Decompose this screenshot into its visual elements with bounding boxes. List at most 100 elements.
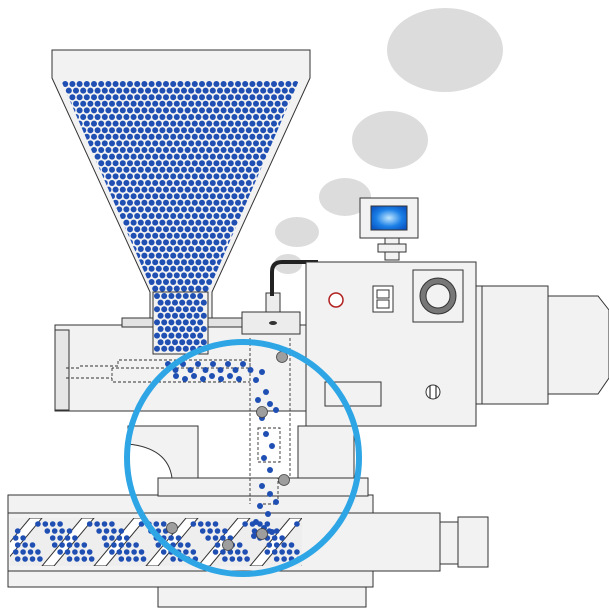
pellet [105,147,111,153]
pellet [80,101,86,107]
pellet [119,556,125,562]
pellet [154,319,160,325]
pellet [141,239,147,245]
pellet [172,326,178,332]
pellet [165,300,171,306]
pellet [167,272,173,278]
pellet [210,101,216,107]
pellet [275,114,281,120]
pellet [220,549,226,555]
pellet [73,246,79,252]
pellet [84,107,90,113]
pellet [52,542,58,548]
pellet [66,193,72,199]
pellet [242,266,248,272]
pellet [267,206,273,212]
pellet [45,528,51,534]
pellet [246,127,252,133]
pellet [273,407,279,413]
pellet [109,272,115,278]
pellet [116,114,122,120]
pellet [59,220,65,226]
pellet [62,213,68,219]
pellet [176,535,182,541]
pellet [188,180,194,186]
pellet [188,101,194,107]
pellet [294,549,300,555]
pellet [138,220,144,226]
pellet [163,279,169,285]
pellet [73,101,79,107]
pellet [188,367,194,373]
pellet [159,220,165,226]
pellet [84,213,90,219]
pellet [127,134,133,140]
pellet [170,121,176,127]
pellet [59,286,65,292]
pellet [95,220,101,226]
pellet [134,147,140,153]
pellet [167,88,173,94]
pedestal-bracket [128,426,198,478]
pellet [91,200,97,206]
pellet [149,160,155,166]
pellet [228,173,234,179]
pellet [203,286,209,292]
pellet [123,167,129,173]
pellet [285,134,291,140]
pellet [98,253,104,259]
pellet [296,140,302,146]
pellet [102,140,108,146]
pellet [206,226,212,232]
pellet [242,107,248,113]
pellet [192,134,198,140]
pellet [188,206,194,212]
pellet [127,266,133,272]
pellet [228,200,234,206]
pellet [185,213,191,219]
pellet [55,121,61,127]
pellet [221,94,227,100]
pellet [167,114,173,120]
pellet [123,206,129,212]
pellet [218,367,224,373]
pellet [174,114,180,120]
pellet [84,292,90,298]
pellet [213,549,219,555]
pellet [199,121,205,127]
pellet [203,246,209,252]
pellet [69,81,75,87]
pellet [257,521,263,527]
pellet [109,88,115,94]
pellet [271,187,277,193]
pellet [239,259,245,265]
pellet [264,239,270,245]
pellet [145,180,151,186]
pellet [120,121,126,127]
pellet [231,206,237,212]
pellet [59,259,65,265]
pellet [174,167,180,173]
pellet [159,167,165,173]
pellet [138,286,144,292]
pellet [285,160,291,166]
pellet [123,154,129,160]
pellet [199,147,205,153]
pellet [95,233,101,239]
pellet [69,173,75,179]
pellet [120,81,126,87]
pellet [96,528,102,534]
pellet [194,326,200,332]
pellet [123,259,129,265]
pellet [154,521,160,527]
pellet [55,200,61,206]
pellet [105,121,111,127]
pellet [251,533,257,539]
pellet [177,239,183,245]
pellet [246,167,252,173]
pellet [156,147,162,153]
pellet [267,101,273,107]
pellet [149,107,155,113]
pellet [257,503,263,509]
pellet [161,521,167,527]
